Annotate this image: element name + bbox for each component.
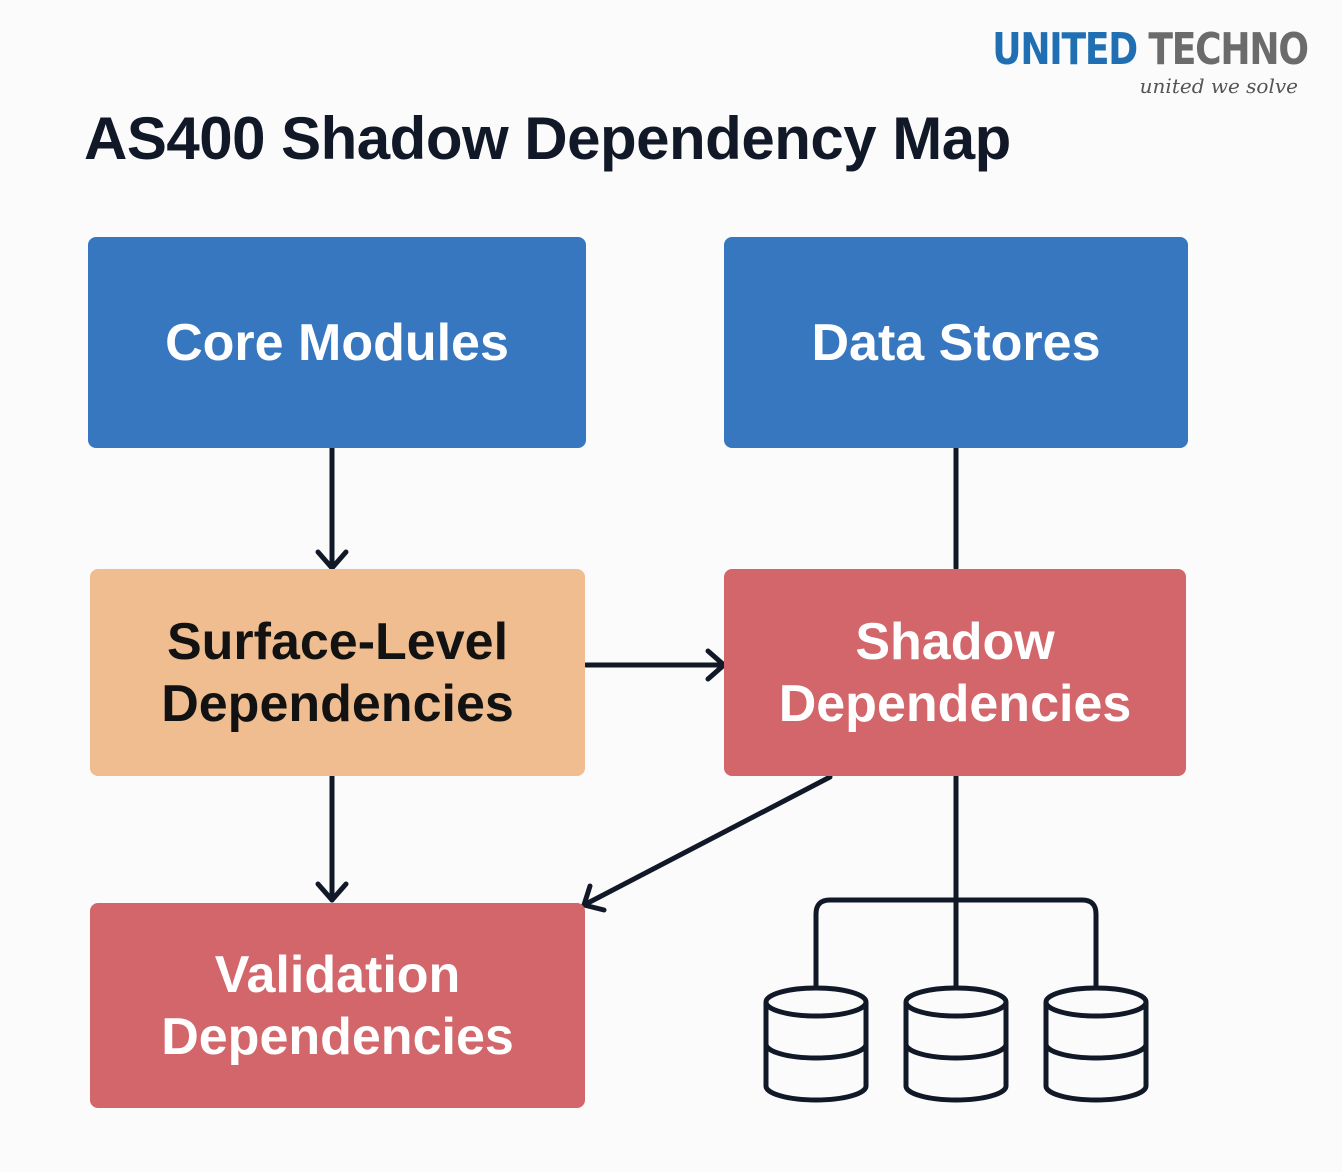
- arrowhead-core-to-surface: [315, 549, 349, 571]
- logo-tagline: united we solve: [1139, 74, 1298, 98]
- logo-brand-united: UNITED: [992, 24, 1138, 75]
- node-surface-level-label: Surface-Level Dependencies: [161, 612, 514, 733]
- connector-shadow-to-validation: [581, 774, 833, 908]
- connector-database-branch: [813, 897, 1099, 988]
- node-validation-dependencies: Validation Dependencies: [90, 903, 585, 1108]
- logo-wordmark: UNITED TECHNO: [992, 24, 1310, 75]
- node-validation-label: Validation Dependencies: [161, 945, 514, 1066]
- arrowhead-surface-to-validation: [315, 881, 349, 903]
- arrowhead-shadow-to-validation: [581, 883, 607, 913]
- logo-brand-techno: TECHNO: [1148, 24, 1310, 75]
- database-icon: [763, 985, 869, 1103]
- database-icon: [1043, 985, 1149, 1103]
- node-data-stores: Data Stores: [724, 237, 1188, 448]
- node-data-stores-label: Data Stores: [811, 313, 1101, 372]
- node-shadow-dependencies: Shadow Dependencies: [724, 569, 1186, 776]
- node-core-modules: Core Modules: [88, 237, 586, 448]
- node-surface-level-dependencies: Surface-Level Dependencies: [90, 569, 585, 776]
- node-shadow-label: Shadow Dependencies: [778, 612, 1132, 733]
- page-title: AS400 Shadow Dependency Map: [84, 105, 1011, 172]
- united-techno-logo: UNITED TECHNO united we solve: [992, 24, 1324, 104]
- database-icon: [903, 985, 1009, 1103]
- node-core-modules-label: Core Modules: [165, 313, 509, 372]
